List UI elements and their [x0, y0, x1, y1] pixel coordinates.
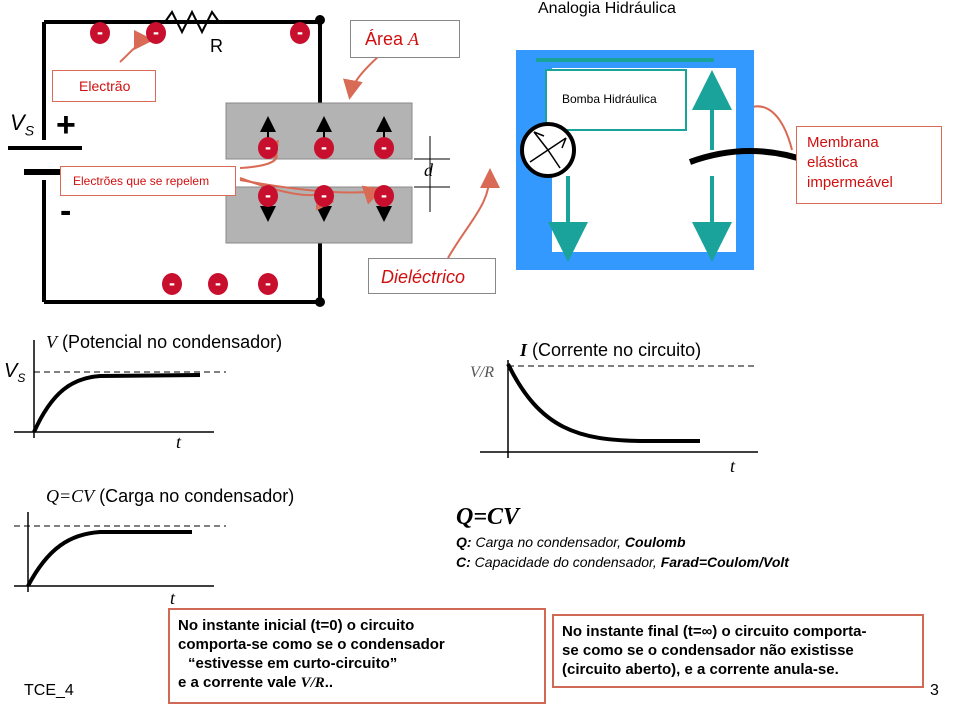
graph-i-left-label: V/R [470, 364, 494, 381]
electron-icon: - [258, 185, 278, 207]
battery [8, 146, 82, 175]
repel-label-box: Electrões que se repelem [60, 166, 236, 196]
dielectric-label-box: Dieléctrico [368, 258, 496, 294]
graph-q-x-label: t [170, 588, 176, 608]
electron-icon: - [258, 137, 278, 159]
hydraulic-title: Analogia Hidráulica [538, 0, 676, 17]
graph-i [480, 360, 758, 458]
electron-icon: - [90, 22, 110, 44]
graph-v-title: V (Potencial no condensador) [46, 332, 283, 352]
membrane-label: Membrana elástica impermeável [807, 134, 893, 191]
junction-dot [315, 297, 325, 307]
vs-label: VS [10, 110, 35, 139]
graph-q [14, 512, 226, 592]
junction-dot [315, 15, 325, 25]
slide-id: TCE_4 [24, 682, 74, 699]
graph-i-title: I (Corrente no circuito) [520, 340, 702, 360]
initial-state-box: No instante inicial (t=0) o circuito com… [168, 608, 546, 704]
plus-sign: + [56, 106, 76, 144]
electron-icon: - [374, 137, 394, 159]
electron-label-box: Electrão [52, 70, 156, 102]
page-number: 3 [930, 682, 939, 699]
graph-v [14, 340, 226, 438]
repel-label: Electrões que se repelem [73, 174, 210, 188]
pump-label-box [545, 69, 687, 131]
distance-marker [414, 136, 450, 212]
formula-main: Q=CV [456, 504, 520, 530]
formula-q-line: Q: Carga no condensador, Coulomb [456, 534, 686, 550]
hydraulic-system [516, 50, 812, 270]
area-label-box: Área A [350, 20, 460, 58]
distance-label: d [424, 160, 433, 180]
electron-icon: - [208, 273, 228, 295]
electron-icon: - [290, 22, 310, 44]
pump-label: Bomba Hidráulica [562, 92, 657, 106]
electron-icon: - [374, 185, 394, 207]
electron-icon: - [314, 185, 334, 207]
electron-icon: - [162, 273, 182, 295]
resistor-label: R [210, 36, 223, 56]
area-label: Área A [365, 29, 420, 49]
electron-icon: - [314, 137, 334, 159]
electron-icon: - [146, 22, 166, 44]
formula-c-line: C: Capacidade do condensador, Farad=Coul… [456, 554, 789, 570]
final-state-box: No instante final (t=∞) o circuito compo… [552, 614, 924, 688]
circuit-wires [42, 20, 322, 304]
v-curve [32, 373, 201, 433]
i-curve [506, 363, 700, 443]
electron-icon: - [258, 273, 278, 295]
q-curve [26, 530, 192, 587]
electron-label: Electrão [79, 78, 131, 94]
graph-i-x-label: t [730, 456, 736, 476]
graph-v-left-label: VS [4, 360, 26, 385]
graph-v-x-label: t [176, 432, 182, 452]
minus-sign: - [60, 192, 72, 230]
dielectric-label: Dieléctrico [381, 267, 466, 287]
membrane-label-box: Membrana elástica impermeável [796, 126, 942, 204]
resistor [164, 9, 220, 35]
graph-q-title: Q=CV (Carga no condensador) [46, 486, 295, 506]
